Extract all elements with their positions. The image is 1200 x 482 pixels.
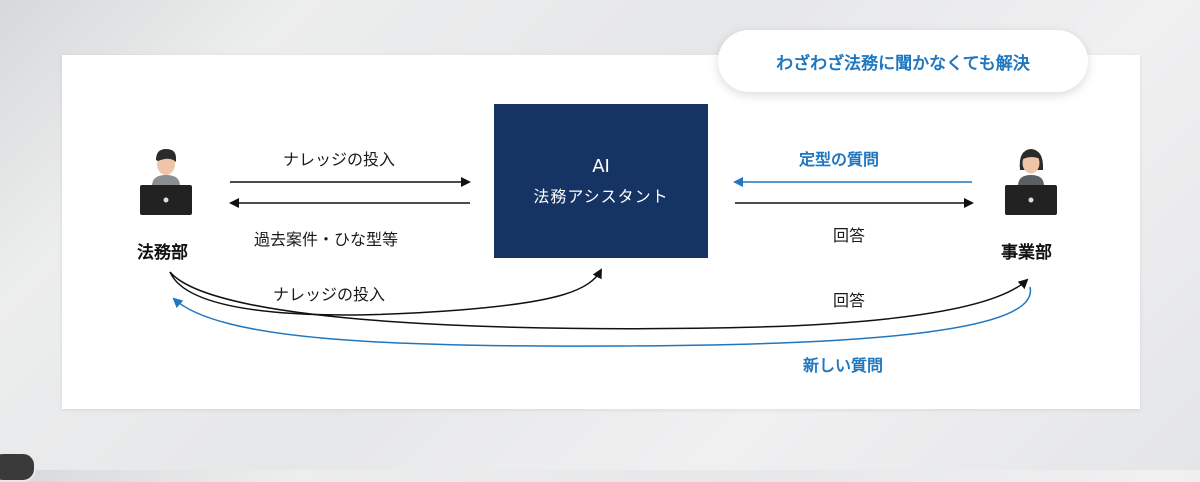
new-questions-label: 新しい質問 bbox=[803, 356, 884, 375]
curve-new-questions-to-legal bbox=[172, 286, 1032, 347]
connector-layer bbox=[140, 90, 1057, 347]
speech-bubble-tail bbox=[890, 90, 912, 112]
bubble-text: わざわざ法務に聞かなくても解決 bbox=[776, 53, 1030, 74]
legal-department-label: 法務部 bbox=[137, 243, 188, 263]
ai-title: AI bbox=[592, 155, 610, 177]
person-with-laptop-icon bbox=[1005, 149, 1057, 215]
knowledge-input-label-top: ナレッジの投入 bbox=[283, 150, 396, 169]
knowledge-input-label-bottom: ナレッジの投入 bbox=[273, 285, 386, 304]
routine-questions-label: 定型の質問 bbox=[799, 150, 880, 169]
business-department-label: 事業部 bbox=[1001, 243, 1052, 263]
ai-subtitle: 法務アシスタント bbox=[533, 186, 669, 206]
person-with-laptop-icon bbox=[140, 149, 192, 215]
past-cases-label: 過去案件・ひな型等 bbox=[254, 230, 399, 249]
corner-toggle[interactable] bbox=[0, 452, 36, 482]
answer-label-mid: 回答 bbox=[833, 226, 866, 245]
answer-label-bottom: 回答 bbox=[833, 291, 866, 310]
ai-assistant-box: AI 法務アシスタント bbox=[494, 104, 708, 258]
curve-knowledge-to-ai bbox=[169, 268, 602, 316]
curve-answer-to-business bbox=[169, 271, 1029, 330]
speech-bubble: わざわざ法務に聞かなくても解決 bbox=[718, 30, 1088, 92]
